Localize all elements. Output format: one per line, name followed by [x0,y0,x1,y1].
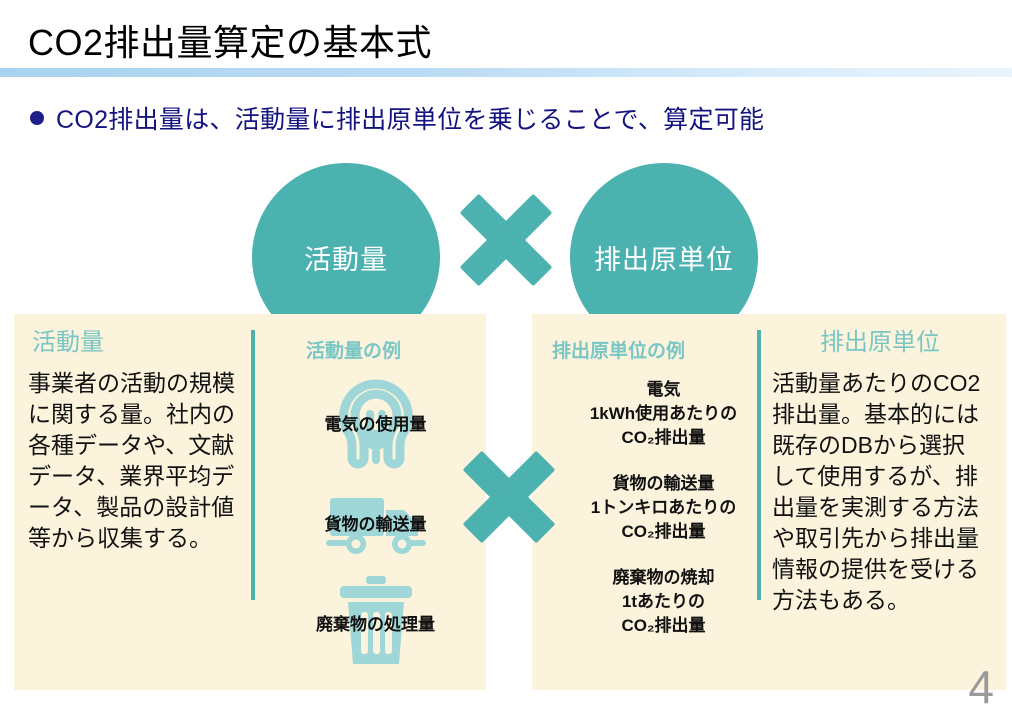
list-item-line1: 貨物の輸送量 [612,474,715,493]
list-activity-examples: 電気の使用量 貨物の輸送量 廃棄物の処理量 [268,372,483,672]
heading-activity-definition: 活動量 [32,329,104,356]
divider-left-panel [251,330,255,600]
bullet-text: CO2排出量は、活動量に排出原単位を乗じることで、算定可能 [56,106,765,134]
circle-factor-label: 排出原単位 [594,244,734,275]
list-item: 貨物の輸送量 [268,472,483,572]
list-item-line2: 1tあたりの [621,592,706,611]
list-item-label: 電気の使用量 [324,414,427,434]
list-item-line3: CO₂排出量 [621,522,706,541]
list-item-line1: 廃棄物の焼却 [612,568,715,587]
heading-factor-definition: 排出原単位 [820,329,940,356]
list-item-label: 貨物の輸送量 [324,514,427,534]
list-item-line2: 1トンキロあたりの [590,498,737,517]
text-activity-definition: 事業者の活動の規模に関する量。社内の各種データや、文献データ、業界平均データ、製… [28,370,235,551]
heading-activity-examples: 活動量の例 [306,341,402,362]
bullet-dot-icon [30,111,44,125]
text-factor-definition: 活動量あたりのCO2排出量。基本的には既存のDBから選択して使用するが、排出量を… [772,370,981,613]
title-divider-rule [0,68,1012,77]
list-factor-examples: 電気 1kWh使用あたりの CO₂排出量 貨物の輸送量 1トンキロあたりの CO… [556,378,771,660]
list-item-label: 廃棄物の処理量 [316,614,435,634]
list-item-line3: CO₂排出量 [621,616,706,635]
truck-icon [325,498,426,554]
list-item-line2: 1kWh使用あたりの [589,404,738,423]
list-item: 電気 1kWh使用あたりの CO₂排出量 [556,378,771,450]
heading-factor-examples: 排出原単位の例 [552,341,686,362]
page-title: CO2排出量算定の基本式 [28,22,433,63]
panel-emission-factor [532,314,1006,690]
panel-activity [14,314,486,690]
divider-right-panel [757,330,761,600]
circle-activity-label: 活動量 [304,244,388,275]
trash-bin-icon [339,576,412,664]
list-item: 廃棄物の処理量 [268,572,483,672]
list-item: 廃棄物の焼却 1tあたりの CO₂排出量 [556,566,771,638]
list-item-line1: 電気 [646,380,681,399]
bullet-line: CO2排出量は、活動量に排出原単位を乗じることで、算定可能 [30,100,764,136]
list-item-line3: CO₂排出量 [621,428,706,447]
page-number: 4 [968,661,994,713]
power-plug-icon [338,379,413,469]
list-item: 電気の使用量 [268,372,483,472]
multiply-icon-top [452,186,560,294]
list-item: 貨物の輸送量 1トンキロあたりの CO₂排出量 [556,472,771,544]
